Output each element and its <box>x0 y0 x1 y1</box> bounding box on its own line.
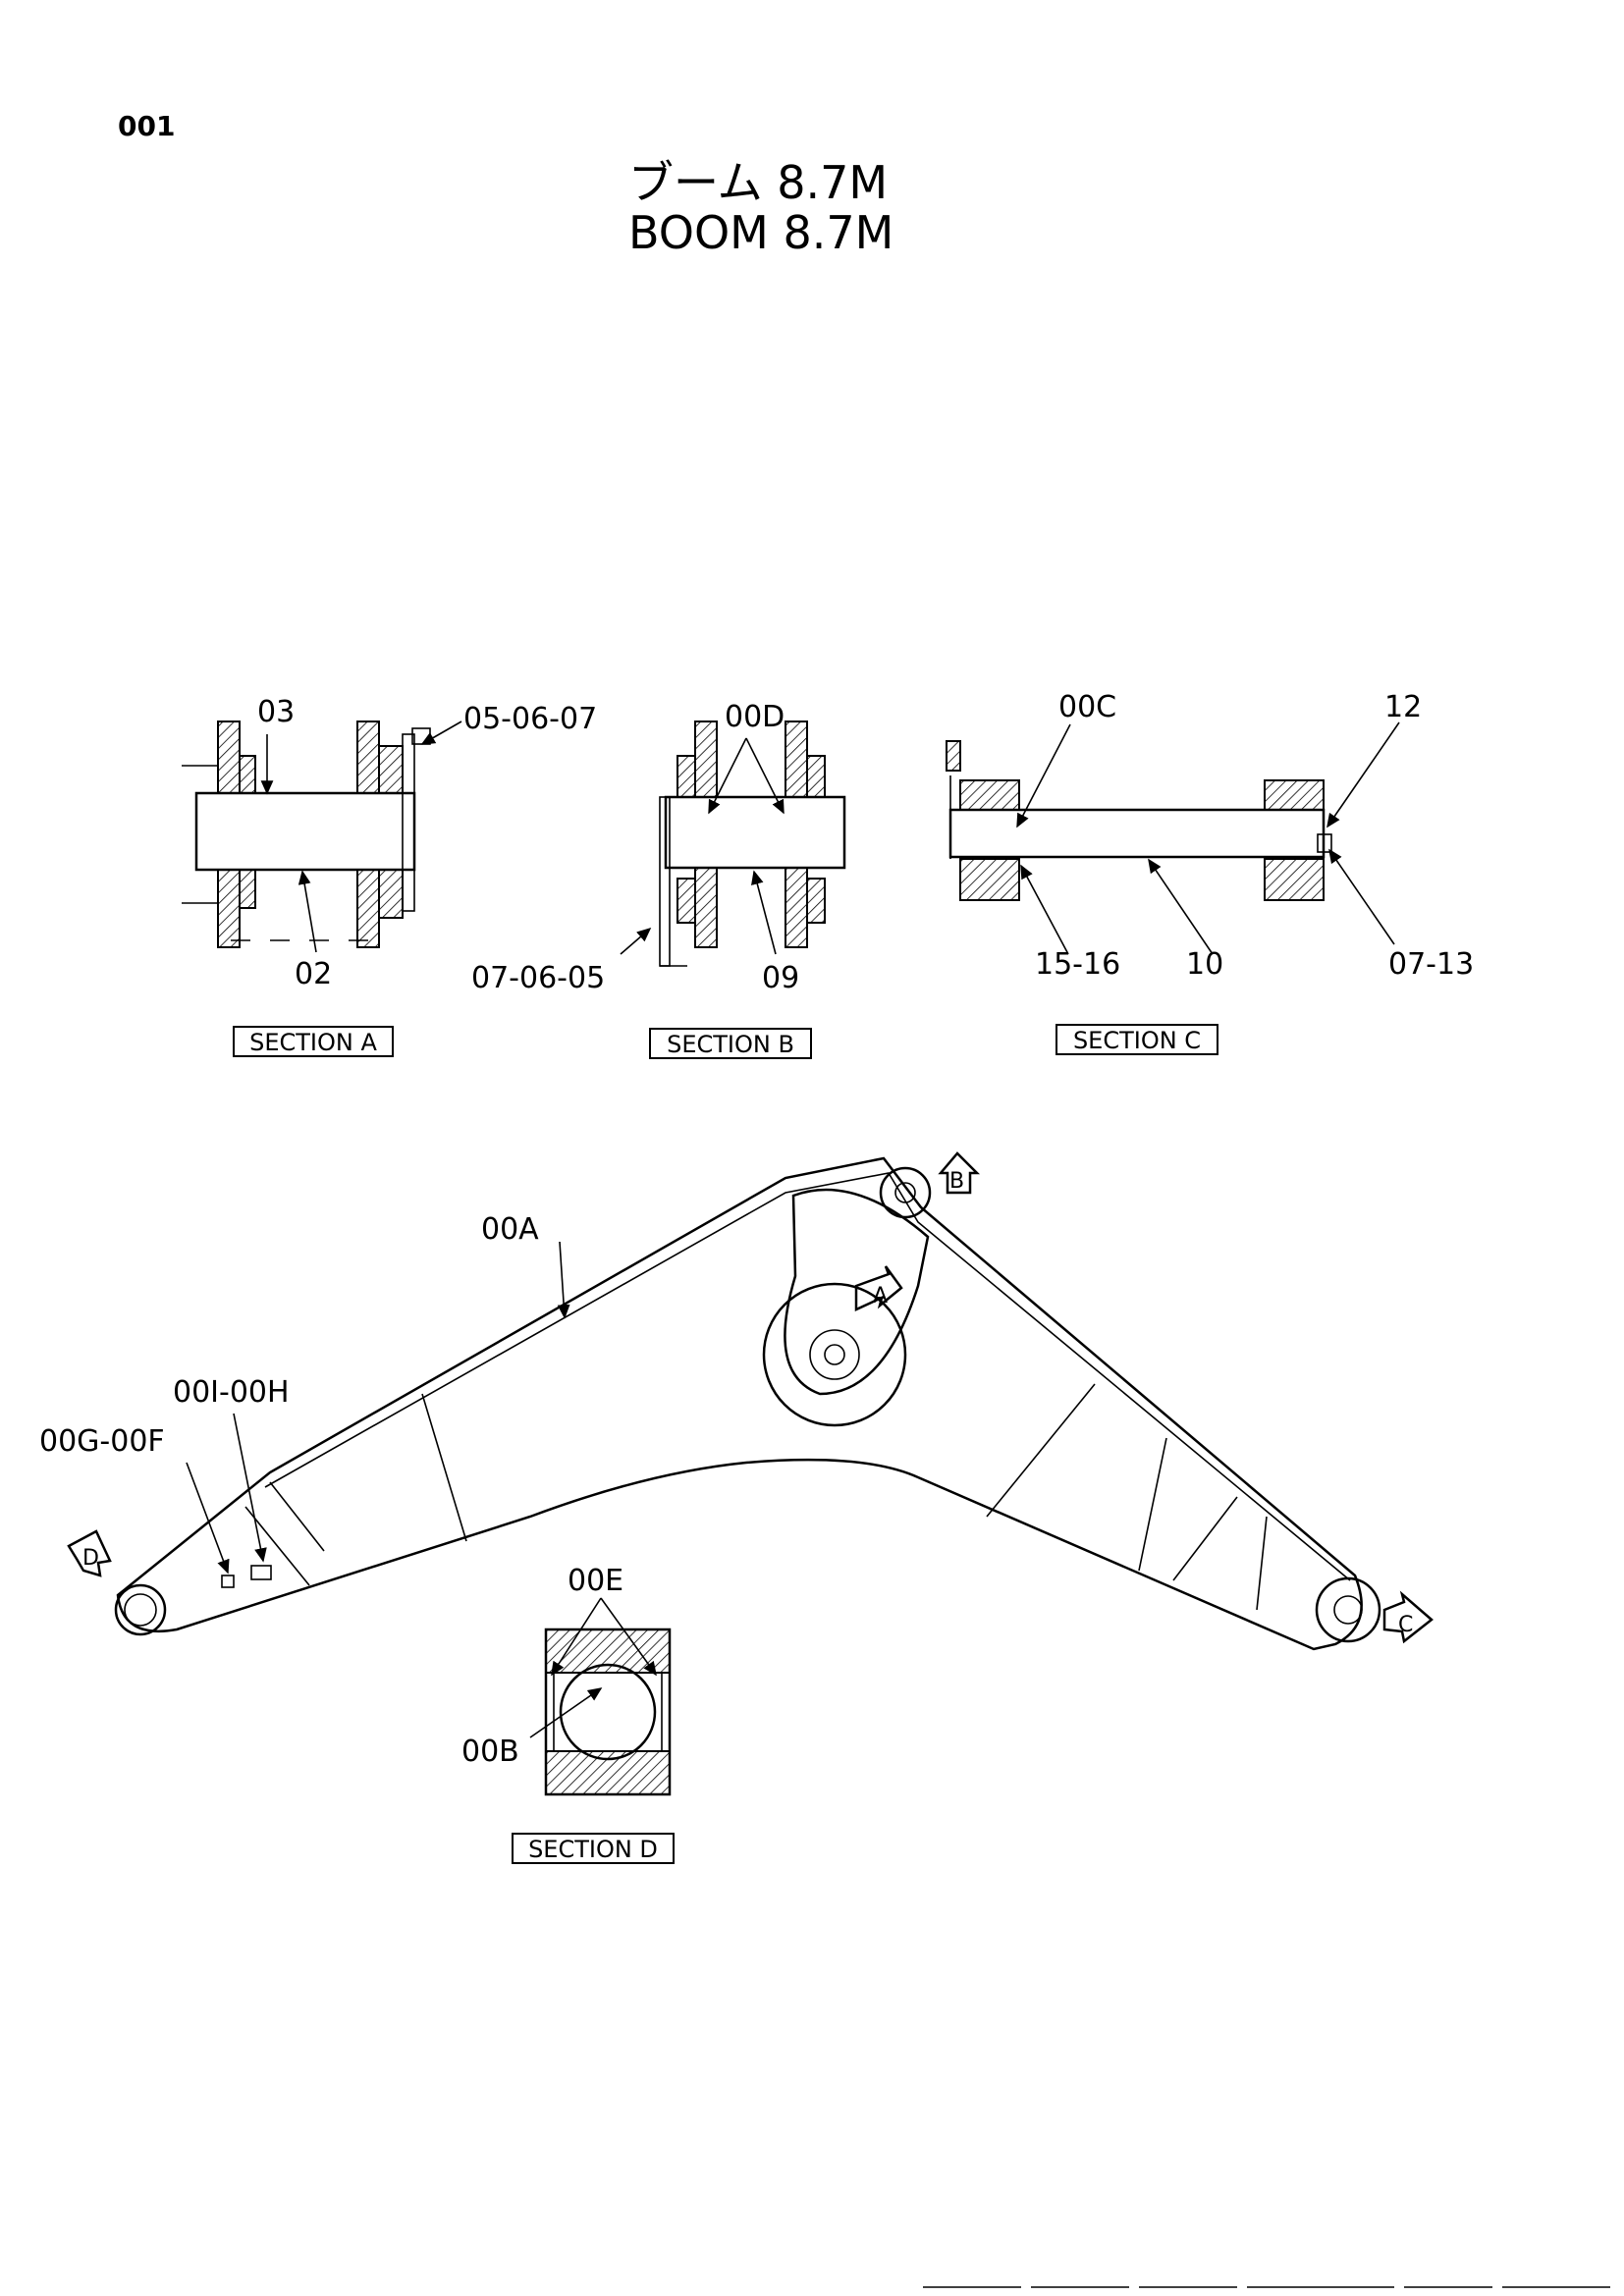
section-b-title: SECTION B <box>667 1031 794 1058</box>
section-d-view <box>529 1597 672 1796</box>
view-marker-c: C <box>1382 1590 1434 1644</box>
label-12: 12 <box>1384 690 1422 724</box>
boom-outline <box>114 1156 1381 1651</box>
label-03: 03 <box>257 695 295 729</box>
label-00C: 00C <box>1058 690 1116 724</box>
label-00G-00F: 00G-00F <box>39 1424 165 1459</box>
label-00I-00H: 00I-00H <box>173 1375 290 1410</box>
view-marker-b: B <box>938 1151 981 1195</box>
label-15-16: 15-16 <box>1035 947 1120 982</box>
label-00D: 00D <box>725 700 785 734</box>
section-a-title: SECTION A <box>249 1029 377 1056</box>
label-00E: 00E <box>568 1564 623 1598</box>
svg-text:B: B <box>949 1169 964 1194</box>
section-c-title: SECTION C <box>1073 1027 1201 1054</box>
view-marker-a: A <box>854 1265 903 1311</box>
section-d-title: SECTION D <box>528 1836 658 1863</box>
page-number: 001 <box>118 110 176 142</box>
svg-text:D: D <box>82 1546 99 1571</box>
view-marker-d: D <box>67 1529 112 1577</box>
label-10: 10 <box>1186 947 1223 982</box>
label-02: 02 <box>295 957 332 991</box>
label-05-06-07: 05-06-07 <box>463 702 597 736</box>
title-japanese: ブーム 8.7M <box>628 156 889 209</box>
label-09: 09 <box>762 961 799 995</box>
section-c-view <box>946 721 1400 955</box>
section-b-view <box>620 721 846 967</box>
label-07-13: 07-13 <box>1388 947 1474 982</box>
title-english: BOOM 8.7M <box>628 206 894 259</box>
label-00A: 00A <box>481 1212 539 1247</box>
label-07-06-05: 07-06-05 <box>471 961 605 995</box>
label-00B: 00B <box>461 1735 519 1769</box>
svg-text:C: C <box>1398 1613 1413 1637</box>
section-a-view <box>182 721 462 953</box>
svg-text:A: A <box>873 1284 888 1308</box>
